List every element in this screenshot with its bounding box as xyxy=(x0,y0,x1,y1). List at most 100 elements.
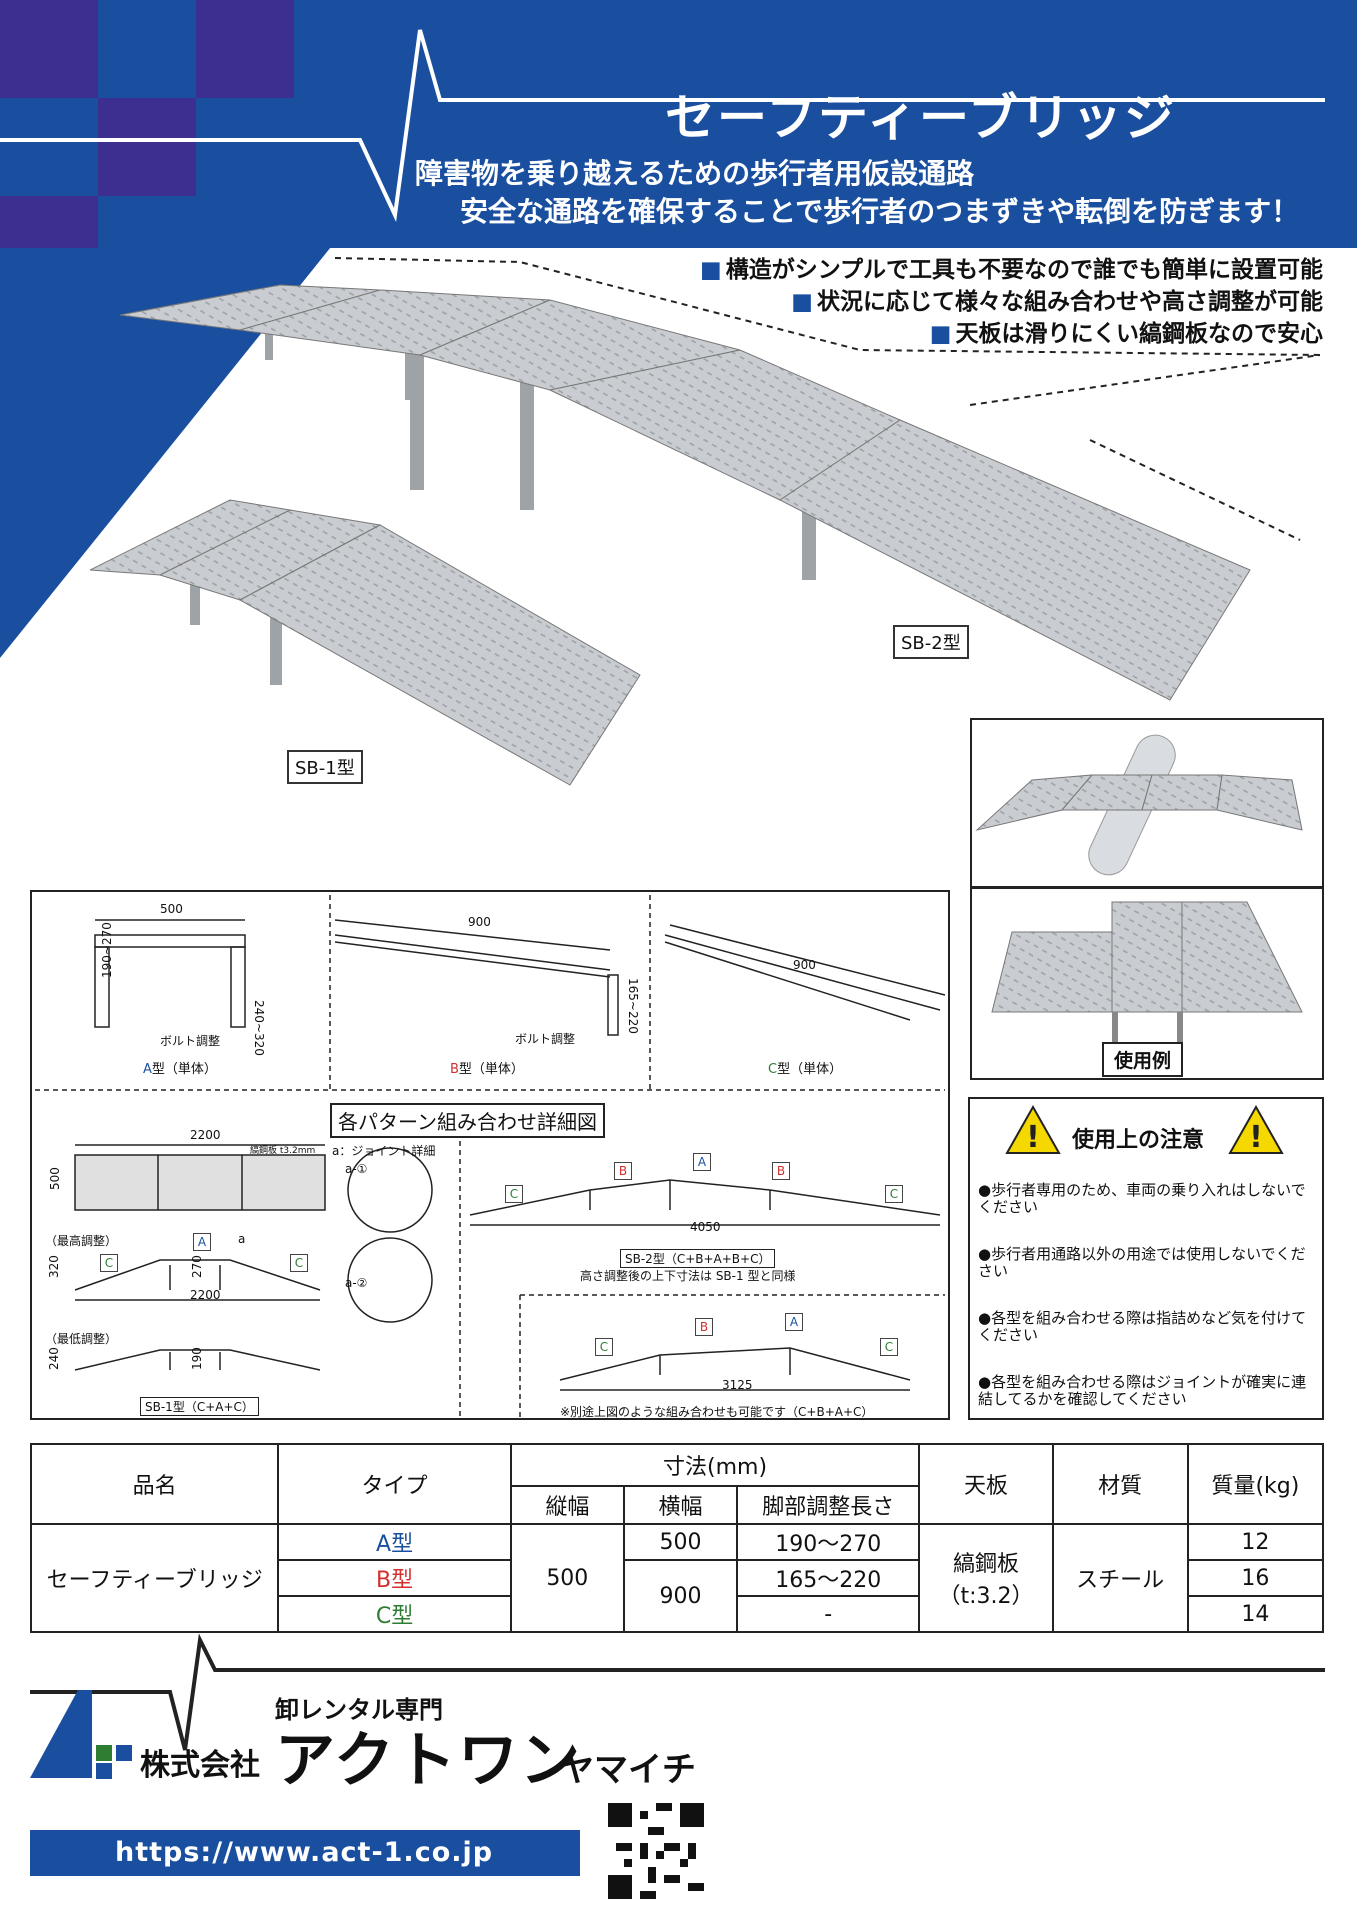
th-leg: 脚部調整長さ xyxy=(736,1485,921,1525)
th-type: タイプ xyxy=(277,1443,512,1525)
square-bullet-icon: ■ xyxy=(929,321,952,347)
c-type-caption: C型（単体） xyxy=(768,1062,843,1077)
caution-item: ●歩行者専用のため、車両の乗り入れはしないでください xyxy=(978,1181,1306,1216)
max-adjust-label: （最高調整） xyxy=(45,1234,118,1248)
sb2-letter-b-right: B xyxy=(772,1162,790,1180)
sb1-combo-caption: SB-1型（C+A+C） xyxy=(140,1397,259,1416)
table-row: B型 900 165～220 16 xyxy=(31,1559,1325,1633)
joint-title: a：ジョイント詳細 xyxy=(332,1144,436,1158)
a-bolt-label: ボルト調整 xyxy=(160,1034,221,1048)
svg-text:!: ! xyxy=(1026,1120,1040,1155)
a-height-dim: 190~270 xyxy=(100,922,114,978)
usage-example-box: 使用例 xyxy=(970,718,1324,1080)
square-bullet-icon: ■ xyxy=(699,257,722,283)
a-total-dim: 240~320 xyxy=(252,1000,266,1056)
max-width: 2200 xyxy=(190,1288,221,1302)
a-type-caption: A型（単体） xyxy=(143,1062,217,1077)
diagram-lines xyxy=(35,895,946,1420)
leg-cell: 190～270 xyxy=(736,1523,921,1561)
max-outer-height: 320 xyxy=(47,1255,61,1278)
combo-heading: 各パターン組み合わせ詳細図 xyxy=(330,1103,605,1138)
company-suffix: ヤマイチ xyxy=(560,1750,696,1790)
width-cell: 500 xyxy=(622,1523,739,1561)
feature-item: ■天板は滑りにくい縞鋼板なので安心 xyxy=(929,321,1323,347)
footer-pulse-line xyxy=(30,1633,1325,1751)
a-width-dim: 500 xyxy=(160,902,183,916)
sb1-label: SB-1型 xyxy=(287,750,363,784)
warning-icon: ! xyxy=(1228,1105,1284,1155)
min-inner-height: 190 xyxy=(190,1347,204,1370)
url-link[interactable]: https://www.act-1.co.jp xyxy=(115,1837,494,1868)
subtitle-2: 安全な通路を確保することで歩行者のつまずきや転倒を防ぎます！ xyxy=(460,195,1300,228)
sb1-bridge-illustration xyxy=(90,499,641,786)
caution-heading: 使用上の注意 xyxy=(1072,1128,1205,1153)
min-outer-height: 240 xyxy=(47,1347,61,1370)
square-bullet-icon: ■ xyxy=(791,289,813,315)
leg-cell: - xyxy=(736,1595,921,1633)
feature-item: ■状況に応じて様々な組み合わせや高さ調整が可能 xyxy=(791,289,1323,315)
b-length-dim: 900 xyxy=(468,915,491,929)
b-bolt-label: ボルト調整 xyxy=(515,1032,576,1046)
type-cell: A型 xyxy=(277,1523,512,1561)
depth-cell: 500 xyxy=(509,1523,625,1633)
sb2-letter-c-right: C xyxy=(885,1185,903,1203)
max-inner-height: 270 xyxy=(190,1255,204,1278)
company-prefix: 株式会社 xyxy=(140,1748,260,1783)
sb1-letter-a: A xyxy=(193,1233,211,1251)
top-cell: 縞鋼板（t:3.2） xyxy=(918,1523,1054,1633)
qr-code[interactable] xyxy=(608,1803,704,1899)
dashed-guides xyxy=(334,257,1321,541)
th-width: 横幅 xyxy=(622,1485,739,1525)
joint-2-label: a-② xyxy=(345,1276,368,1290)
b-type-caption: B型（単体） xyxy=(450,1062,524,1077)
sb2-width: 4050 xyxy=(690,1220,721,1234)
caution-item: ●歩行者用通路以外の用途では使用しないでください xyxy=(978,1245,1306,1280)
weight-cell: 14 xyxy=(1186,1595,1325,1633)
type-cell: C型 xyxy=(277,1595,512,1633)
caution-item: ●各型を組み合わせる際は指詰めなど気を付けてください xyxy=(978,1309,1307,1344)
th-dims: 寸法(mm) xyxy=(509,1443,921,1487)
alt-letter-c-left: C xyxy=(595,1338,613,1356)
joint-1-label: a-① xyxy=(345,1162,368,1176)
company-logo-mark xyxy=(30,1690,132,1779)
header-lower-wedge xyxy=(0,248,330,658)
th-material: 材質 xyxy=(1051,1443,1189,1525)
footer-tagline: 卸レンタル専門 xyxy=(275,1696,443,1724)
sb2-note: 高さ調整後の上下寸法は SB-1 型と同様 xyxy=(580,1269,796,1283)
sb1-letter-c-right: C xyxy=(290,1254,308,1272)
alt-letter-b: B xyxy=(695,1318,713,1336)
feature-item: ■構造がシンプルで工具も不要なので誰でも簡単に設置可能 xyxy=(699,257,1323,283)
th-depth: 縦幅 xyxy=(509,1485,625,1525)
th-top: 天板 xyxy=(918,1443,1054,1525)
caution-item: ●各型を組み合わせる際はジョイントが確実に連結してるかを確認してください xyxy=(978,1373,1307,1408)
b-height-dim: 165~220 xyxy=(626,978,640,1034)
table-row: セーフティーブリッジ A型 500 500 190～270 縞鋼板（t:3.2）… xyxy=(29,1523,1325,1633)
sb2-letter-b-left: B xyxy=(614,1162,632,1180)
th-name: 品名 xyxy=(29,1443,280,1525)
svg-text:!: ! xyxy=(1249,1120,1263,1155)
weight-cell: 16 xyxy=(1186,1559,1325,1597)
table-row: C型 - 14 xyxy=(31,1595,1325,1633)
url-banner[interactable]: https://www.act-1.co.jp xyxy=(30,1830,580,1876)
sb1-letter-c-left: C xyxy=(100,1254,118,1272)
usage-label: 使用例 xyxy=(1102,1042,1184,1077)
leg-cell: 165～220 xyxy=(736,1559,921,1597)
min-adjust-label: （最低調整） xyxy=(45,1332,118,1346)
sb2-letter-a: A xyxy=(693,1153,711,1171)
width-cell: 900 xyxy=(622,1559,739,1633)
sb2-label: SB-2型 xyxy=(893,625,969,659)
plate-height: 500 xyxy=(48,1167,62,1190)
sb2-combo-caption: SB-2型（C+B+A+B+C） xyxy=(620,1249,776,1268)
material-cell: スチール xyxy=(1051,1523,1189,1633)
sb2-bridge-illustration xyxy=(120,284,1251,701)
sb2-letter-c-left: C xyxy=(505,1185,523,1203)
joint-mark-a: a xyxy=(238,1232,246,1246)
company-name: アクトワン xyxy=(275,1726,582,1796)
usage-photo-step xyxy=(991,901,1303,1062)
page-title: セーフティーブリッジ xyxy=(665,89,1176,147)
alt-width: 3125 xyxy=(722,1378,753,1392)
product-name: セーフティーブリッジ xyxy=(29,1523,280,1633)
combo-top-width: 2200 xyxy=(190,1128,221,1142)
type-cell: B型 xyxy=(277,1559,512,1597)
alt-letter-c-right: C xyxy=(880,1338,898,1356)
